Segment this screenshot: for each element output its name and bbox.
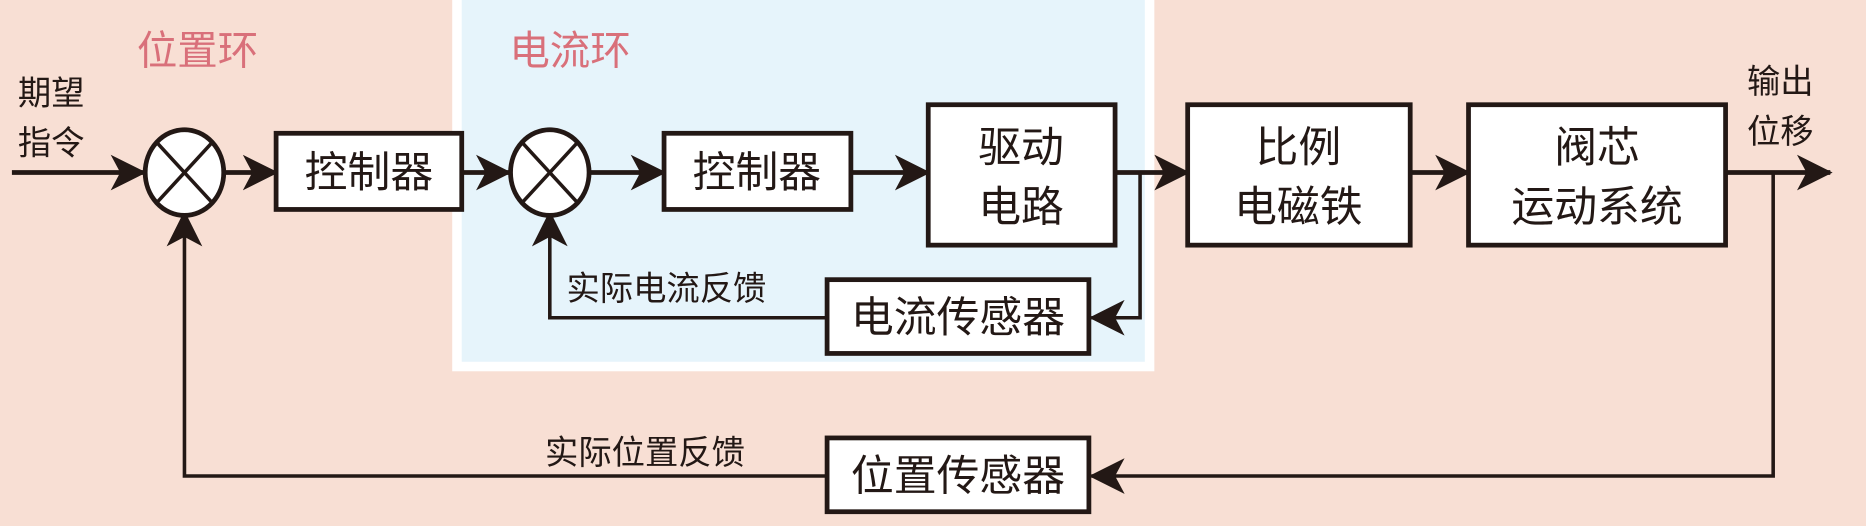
svg-text:控制器: 控制器 (305, 148, 433, 198)
svg-text:电磁铁: 电磁铁 (1234, 182, 1362, 232)
current-sensor-block: 电流传感器 (824, 277, 1092, 356)
summing-junction-current (508, 127, 592, 218)
input-label-2: 指令 (18, 124, 85, 163)
drive-circuit-block: 驱动 电路 (925, 102, 1118, 248)
position-feedback-label: 实际位置反馈 (545, 433, 745, 472)
current-feedback-label: 实际电流反馈 (566, 269, 766, 308)
svg-text:电流传感器: 电流传感器 (851, 293, 1065, 343)
svg-text:控制器: 控制器 (693, 148, 821, 198)
summing-junction-position (142, 127, 227, 218)
signal-lines (11, 154, 1833, 494)
svg-text:运动系统: 运动系统 (1511, 182, 1682, 232)
position-sensor-block: 位置传感器 (824, 435, 1092, 515)
current-controller-block: 控制器 (661, 130, 854, 212)
svg-text:位置传感器: 位置传感器 (851, 451, 1065, 501)
output-label-1: 输出 (1747, 62, 1814, 101)
position-controller-block: 控制器 (273, 130, 465, 212)
proportional-solenoid-block: 比例 电磁铁 (1185, 102, 1413, 248)
svg-text:驱动: 驱动 (978, 123, 1064, 173)
svg-text:阀芯: 阀芯 (1554, 123, 1640, 173)
svg-text:比例: 比例 (1256, 123, 1342, 173)
valve-motion-system-block: 阀芯 运动系统 (1466, 102, 1728, 248)
input-label-1: 期望 (18, 74, 85, 113)
current-loop-label: 电流环 (509, 26, 630, 74)
output-label-2: 位移 (1747, 112, 1814, 151)
svg-text:电路: 电路 (978, 182, 1064, 232)
position-loop-label: 位置环 (137, 26, 258, 74)
